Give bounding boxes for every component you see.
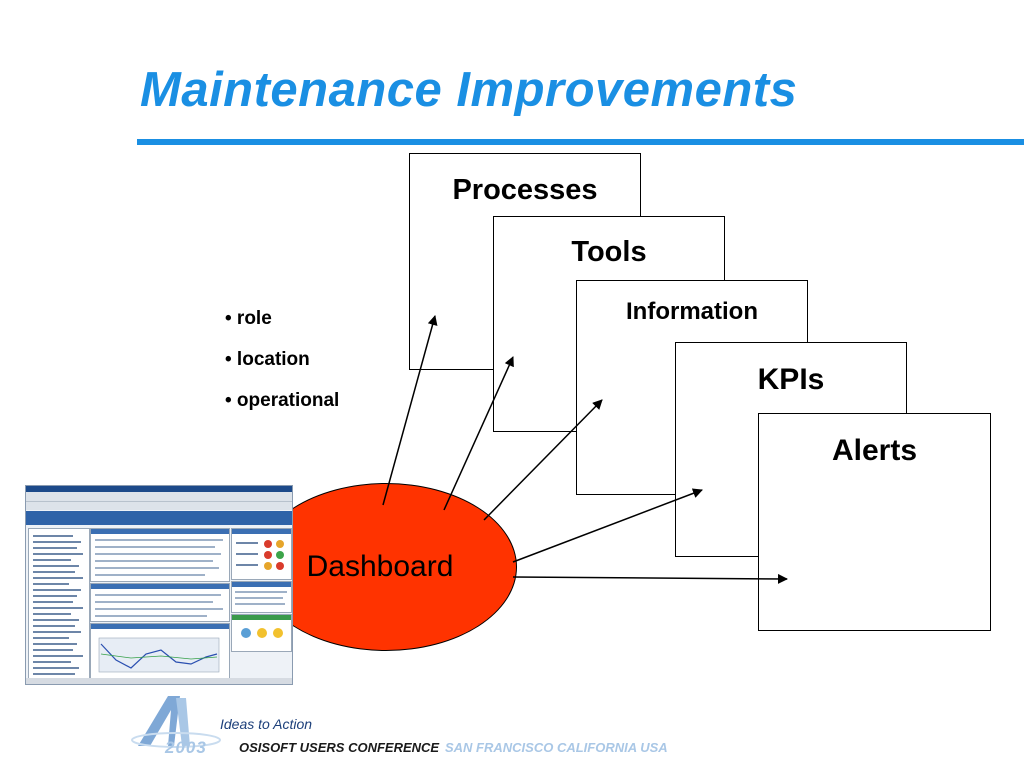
footer-location: SAN FRANCISCO CALIFORNIA USA: [445, 740, 668, 755]
slide-title: Maintenance Improvements: [140, 63, 798, 117]
arrow-to-information: [483, 399, 603, 521]
box-kpis-label: KPIs: [757, 363, 825, 396]
box-processes-label: Processes: [452, 174, 598, 206]
bullet-item: • operational: [225, 390, 340, 411]
footer-conference-name: OSISOFT USERS CONFERENCE: [239, 740, 440, 755]
arrow-to-tools: [443, 356, 514, 511]
footer-tagline: Ideas to Action: [220, 716, 313, 732]
osisoft-conference-logo: [131, 696, 221, 748]
dashboard-label: Dashboard: [306, 550, 454, 583]
dashboard-ellipse: [255, 483, 517, 651]
bullet-list: • role • location • operational: [225, 308, 339, 431]
arrow-to-processes: [382, 315, 438, 506]
footer-year: 2003: [165, 738, 207, 757]
arrow-to-alerts: [512, 573, 788, 584]
box-alerts: Alerts: [758, 413, 991, 631]
title-underline: [137, 139, 1024, 145]
arrow-to-kpis: [512, 488, 703, 563]
box-alerts-label: Alerts: [831, 434, 918, 467]
bullet-item: • location: [225, 349, 310, 370]
box-information-label: Information: [626, 298, 758, 325]
box-tools-label: Tools: [571, 236, 647, 268]
dashboard-screenshot-thumbnail: [25, 485, 293, 685]
bullet-item: • role: [225, 308, 272, 329]
